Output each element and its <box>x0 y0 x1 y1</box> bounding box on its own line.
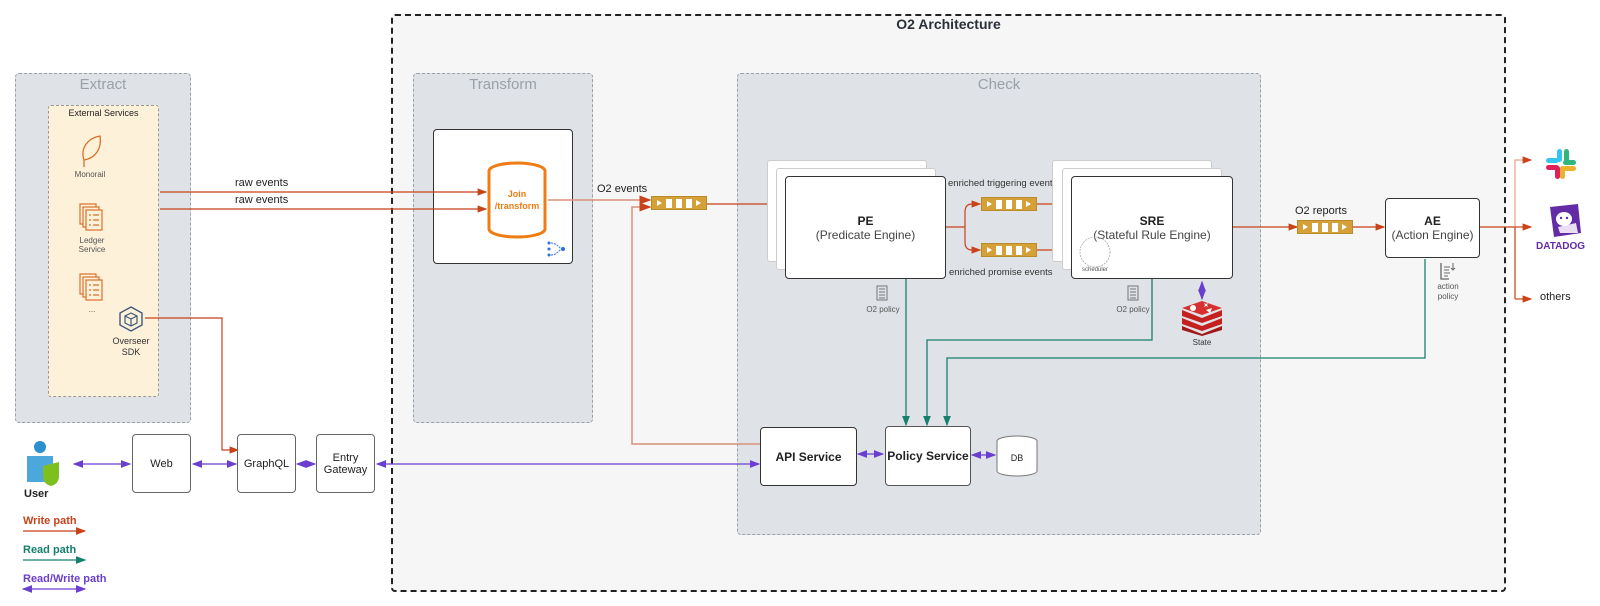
ae-subtitle: (Action Engine) <box>1391 228 1474 242</box>
scheduler-label: scheduler <box>1081 267 1108 273</box>
overseer-sdk-cube-icon <box>119 306 143 332</box>
policy-service-label: Policy Service <box>887 449 969 463</box>
entry-gateway-box[interactable]: Entry Gateway <box>316 434 375 493</box>
join-label-line2: /transform <box>494 201 540 211</box>
other-service-icon <box>79 273 103 301</box>
slack-logo-icon[interactable] <box>1545 148 1577 180</box>
sdk-label-line2: SDK <box>121 347 141 357</box>
monorail-label: Monorail <box>74 170 106 179</box>
api-to-queue-line <box>631 202 760 445</box>
sre-subtitle: (Stateful Rule Engine) <box>1093 227 1211 242</box>
web-box[interactable]: Web <box>132 434 191 493</box>
ledger-service-icon <box>79 203 103 231</box>
policy-service-box[interactable]: Policy Service <box>885 426 971 486</box>
enriched-triggering-label: enriched triggering events <box>948 178 1058 189</box>
o2-reports-label: O2 reports <box>1295 205 1347 217</box>
pe-predicate-engine-box[interactable]: PE (Predicate Engine) <box>785 176 946 279</box>
join-label-line1: Join <box>507 189 527 199</box>
state-label: State <box>1192 338 1212 347</box>
enriched-promise-label: enriched promise events <box>949 267 1053 278</box>
gateway-label-line2: Gateway <box>323 463 368 476</box>
ae-output-line <box>1479 226 1516 299</box>
more-services-ellipsis: ... <box>88 305 96 314</box>
redis-state-icon <box>1182 301 1222 336</box>
ae-to-slack <box>1514 156 1533 227</box>
pe-to-queues-line <box>946 212 966 242</box>
legend-readwrite-label: Read/Write path <box>23 573 107 585</box>
overseer-sdk-label: Overseer SDK <box>106 336 156 358</box>
ae-to-policy-read <box>943 259 1426 427</box>
action-policy-label: action policy <box>1430 282 1466 302</box>
sre-to-policy-read <box>923 279 1153 427</box>
sdk-label-line1: Overseer <box>112 336 150 346</box>
gateway-label-line1: Entry <box>332 451 359 464</box>
monorail-leaf-icon <box>82 135 102 167</box>
api-service-label: API Service <box>775 449 842 464</box>
sre-policy-label: O2 policy <box>1116 305 1150 314</box>
external-services-group: External Services <box>48 105 159 397</box>
legend-read-label: Read path <box>23 544 77 556</box>
action-policy-line2: policy <box>1437 292 1459 301</box>
pe-policy-label: O2 policy <box>866 305 900 314</box>
sre-title: SRE <box>1139 213 1165 228</box>
db-label: DB <box>1010 453 1024 463</box>
external-services-title: External Services <box>68 108 139 118</box>
enriched-triggering-queue <box>981 197 1037 211</box>
join-transform-cylinder-icon <box>487 161 547 239</box>
graphql-label: GraphQL <box>243 457 290 470</box>
ledger-label-line1: Ledger <box>79 236 105 245</box>
ledger-service-label: Ledger Service <box>70 236 114 254</box>
raw-events-label-2: raw events <box>235 194 289 206</box>
o2-events-label: O2 events <box>597 183 648 195</box>
join-transform-label: Join /transform <box>486 188 548 212</box>
o2-events-queue <box>651 196 707 210</box>
pe-subtitle: (Predicate Engine) <box>815 227 916 242</box>
user-label: User <box>24 488 49 500</box>
diagram-title: O2 Architecture <box>896 16 1001 32</box>
pe-to-promise-queue <box>964 241 982 254</box>
extract-zone-title: Extract <box>79 76 127 93</box>
sdk-to-graphql-line <box>145 317 240 454</box>
pe-to-triggering-queue <box>964 200 982 213</box>
api-service-box[interactable]: API Service <box>760 427 857 486</box>
legend-write-label: Write path <box>23 515 77 527</box>
action-policy-icon <box>1440 263 1456 280</box>
ae-action-engine-box[interactable]: AE (Action Engine) <box>1385 198 1480 258</box>
sre-policy-document-icon <box>1127 285 1139 301</box>
dataflow-icon <box>547 241 565 257</box>
o2-reports-queue <box>1297 220 1353 234</box>
check-zone-title: Check <box>977 76 1021 93</box>
web-label: Web <box>150 457 173 470</box>
raw-events-label-1: raw events <box>235 177 289 189</box>
ledger-label-line2: Service <box>78 245 106 254</box>
others-label[interactable]: others <box>1540 291 1571 303</box>
enriched-promise-queue <box>981 243 1037 257</box>
scheduler-icon <box>1079 236 1111 268</box>
datadog-logo-icon[interactable] <box>1548 203 1582 239</box>
graphql-box[interactable]: GraphQL <box>237 434 296 493</box>
action-policy-line1: action <box>1437 282 1459 291</box>
datadog-label: DATADOG <box>1536 241 1586 252</box>
sre-stateful-rule-engine-box[interactable]: SRE (Stateful Rule Engine) <box>1071 176 1233 279</box>
ae-title: AE <box>1424 214 1441 228</box>
db-cylinder-icon[interactable] <box>996 435 1038 477</box>
pe-policy-document-icon <box>876 285 888 301</box>
pe-title: PE <box>857 213 874 228</box>
user-icon <box>27 441 59 486</box>
transform-zone-title: Transform <box>469 76 537 93</box>
